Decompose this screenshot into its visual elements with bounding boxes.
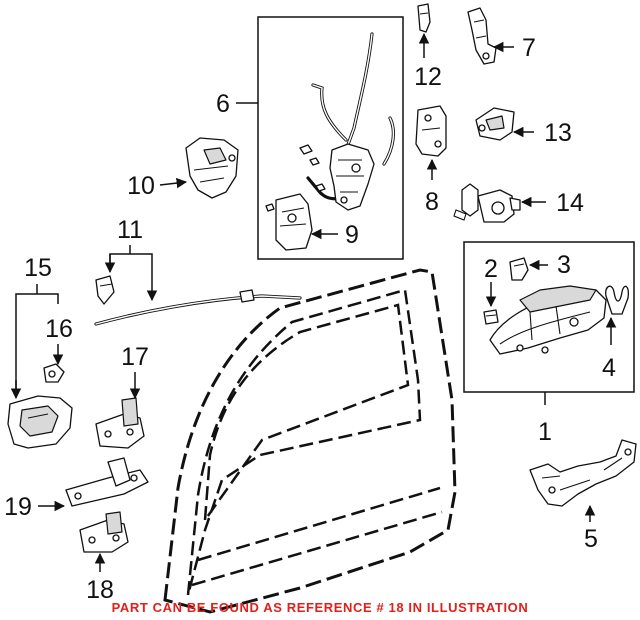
handle-retainer <box>43 363 65 383</box>
striker-plate <box>467 7 497 65</box>
callout-15: 15 <box>24 254 52 282</box>
door-lock-rods <box>306 32 395 201</box>
callout-1: 1 <box>538 418 552 446</box>
callout-2: 2 <box>484 255 498 283</box>
door-shell <box>163 268 457 614</box>
handle-cap <box>509 257 529 281</box>
lower-door-hinge <box>79 511 129 553</box>
lock-knob <box>417 3 431 33</box>
callout-13: 13 <box>544 119 572 147</box>
release-cable <box>94 275 302 326</box>
callout-17: 17 <box>121 343 149 371</box>
leader-lines <box>10 32 617 572</box>
reference-note: PART CAN BE FOUND AS REFERENCE # 18 IN I… <box>112 600 529 615</box>
outer-handle-box <box>463 241 635 393</box>
upper-door-hinge <box>95 397 145 449</box>
callout-19: 19 <box>4 493 32 521</box>
latch-plate <box>415 105 447 157</box>
door-bracket <box>529 439 637 507</box>
handle-clip <box>605 285 630 315</box>
lock-bracket <box>185 137 239 199</box>
lock-cylinder <box>453 183 521 223</box>
callout-3: 3 <box>557 251 571 279</box>
callout-16: 16 <box>45 315 73 343</box>
callout-4: 4 <box>602 354 616 382</box>
callout-10: 10 <box>127 172 155 200</box>
callout-labels: 1 2 3 4 5 6 7 8 9 10 11 12 13 14 15 16 1… <box>4 34 616 604</box>
lock-assembly-box <box>257 16 404 260</box>
callout-12: 12 <box>414 63 442 91</box>
callout-7: 7 <box>522 34 536 62</box>
callout-18: 18 <box>86 576 114 604</box>
callout-6: 6 <box>216 90 230 118</box>
handle-screw <box>483 309 499 325</box>
callout-11: 11 <box>117 216 143 244</box>
door-check <box>65 457 149 507</box>
door-lock-actuator <box>299 143 375 211</box>
door-striker <box>475 107 515 141</box>
callout-5: 5 <box>584 525 598 553</box>
lock-cover <box>265 193 313 251</box>
callout-8: 8 <box>425 188 439 216</box>
inner-handle <box>7 395 73 449</box>
outer-handle <box>489 285 607 355</box>
callout-14: 14 <box>556 189 584 217</box>
callout-9: 9 <box>345 221 359 249</box>
